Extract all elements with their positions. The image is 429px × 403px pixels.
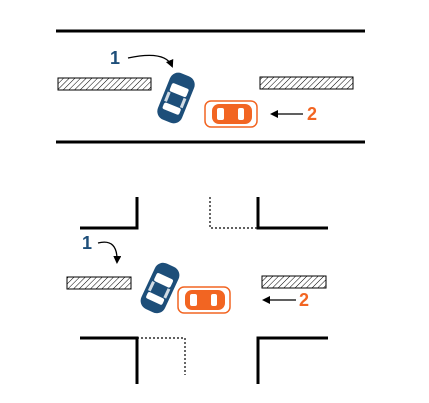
bottom-vehicle-2-label: 2 [299,290,309,310]
bottom-vehicle-2 [177,286,231,314]
bottom-scene: 1 2 [66,197,328,384]
top-crosswalk-right [259,76,354,90]
bottom-vehicle-1-arrow [97,241,122,264]
intersection-corner-upper-right [256,197,328,230]
upper-dotted-lane [209,197,258,229]
intersection-corner-upper-left [80,197,139,230]
lower-dotted-lane [137,337,186,375]
top-vehicle-1-arrow [127,54,174,68]
intersection-corner-lower-right [256,336,328,384]
top-crosswalk-left [57,77,152,91]
bottom-vehicle-1-label: 1 [82,233,92,253]
bottom-vehicle-1 [140,262,180,314]
top-vehicle-2-label: 2 [307,104,317,124]
bottom-crosswalk-left [66,276,132,290]
top-scene: 1 2 [56,29,365,144]
top-vehicle-2 [204,100,258,128]
bottom-crosswalk-right [261,275,327,289]
top-vehicle-1 [157,72,195,124]
top-vehicle-1-label: 1 [110,48,120,68]
intersection-corner-lower-left [80,336,139,384]
